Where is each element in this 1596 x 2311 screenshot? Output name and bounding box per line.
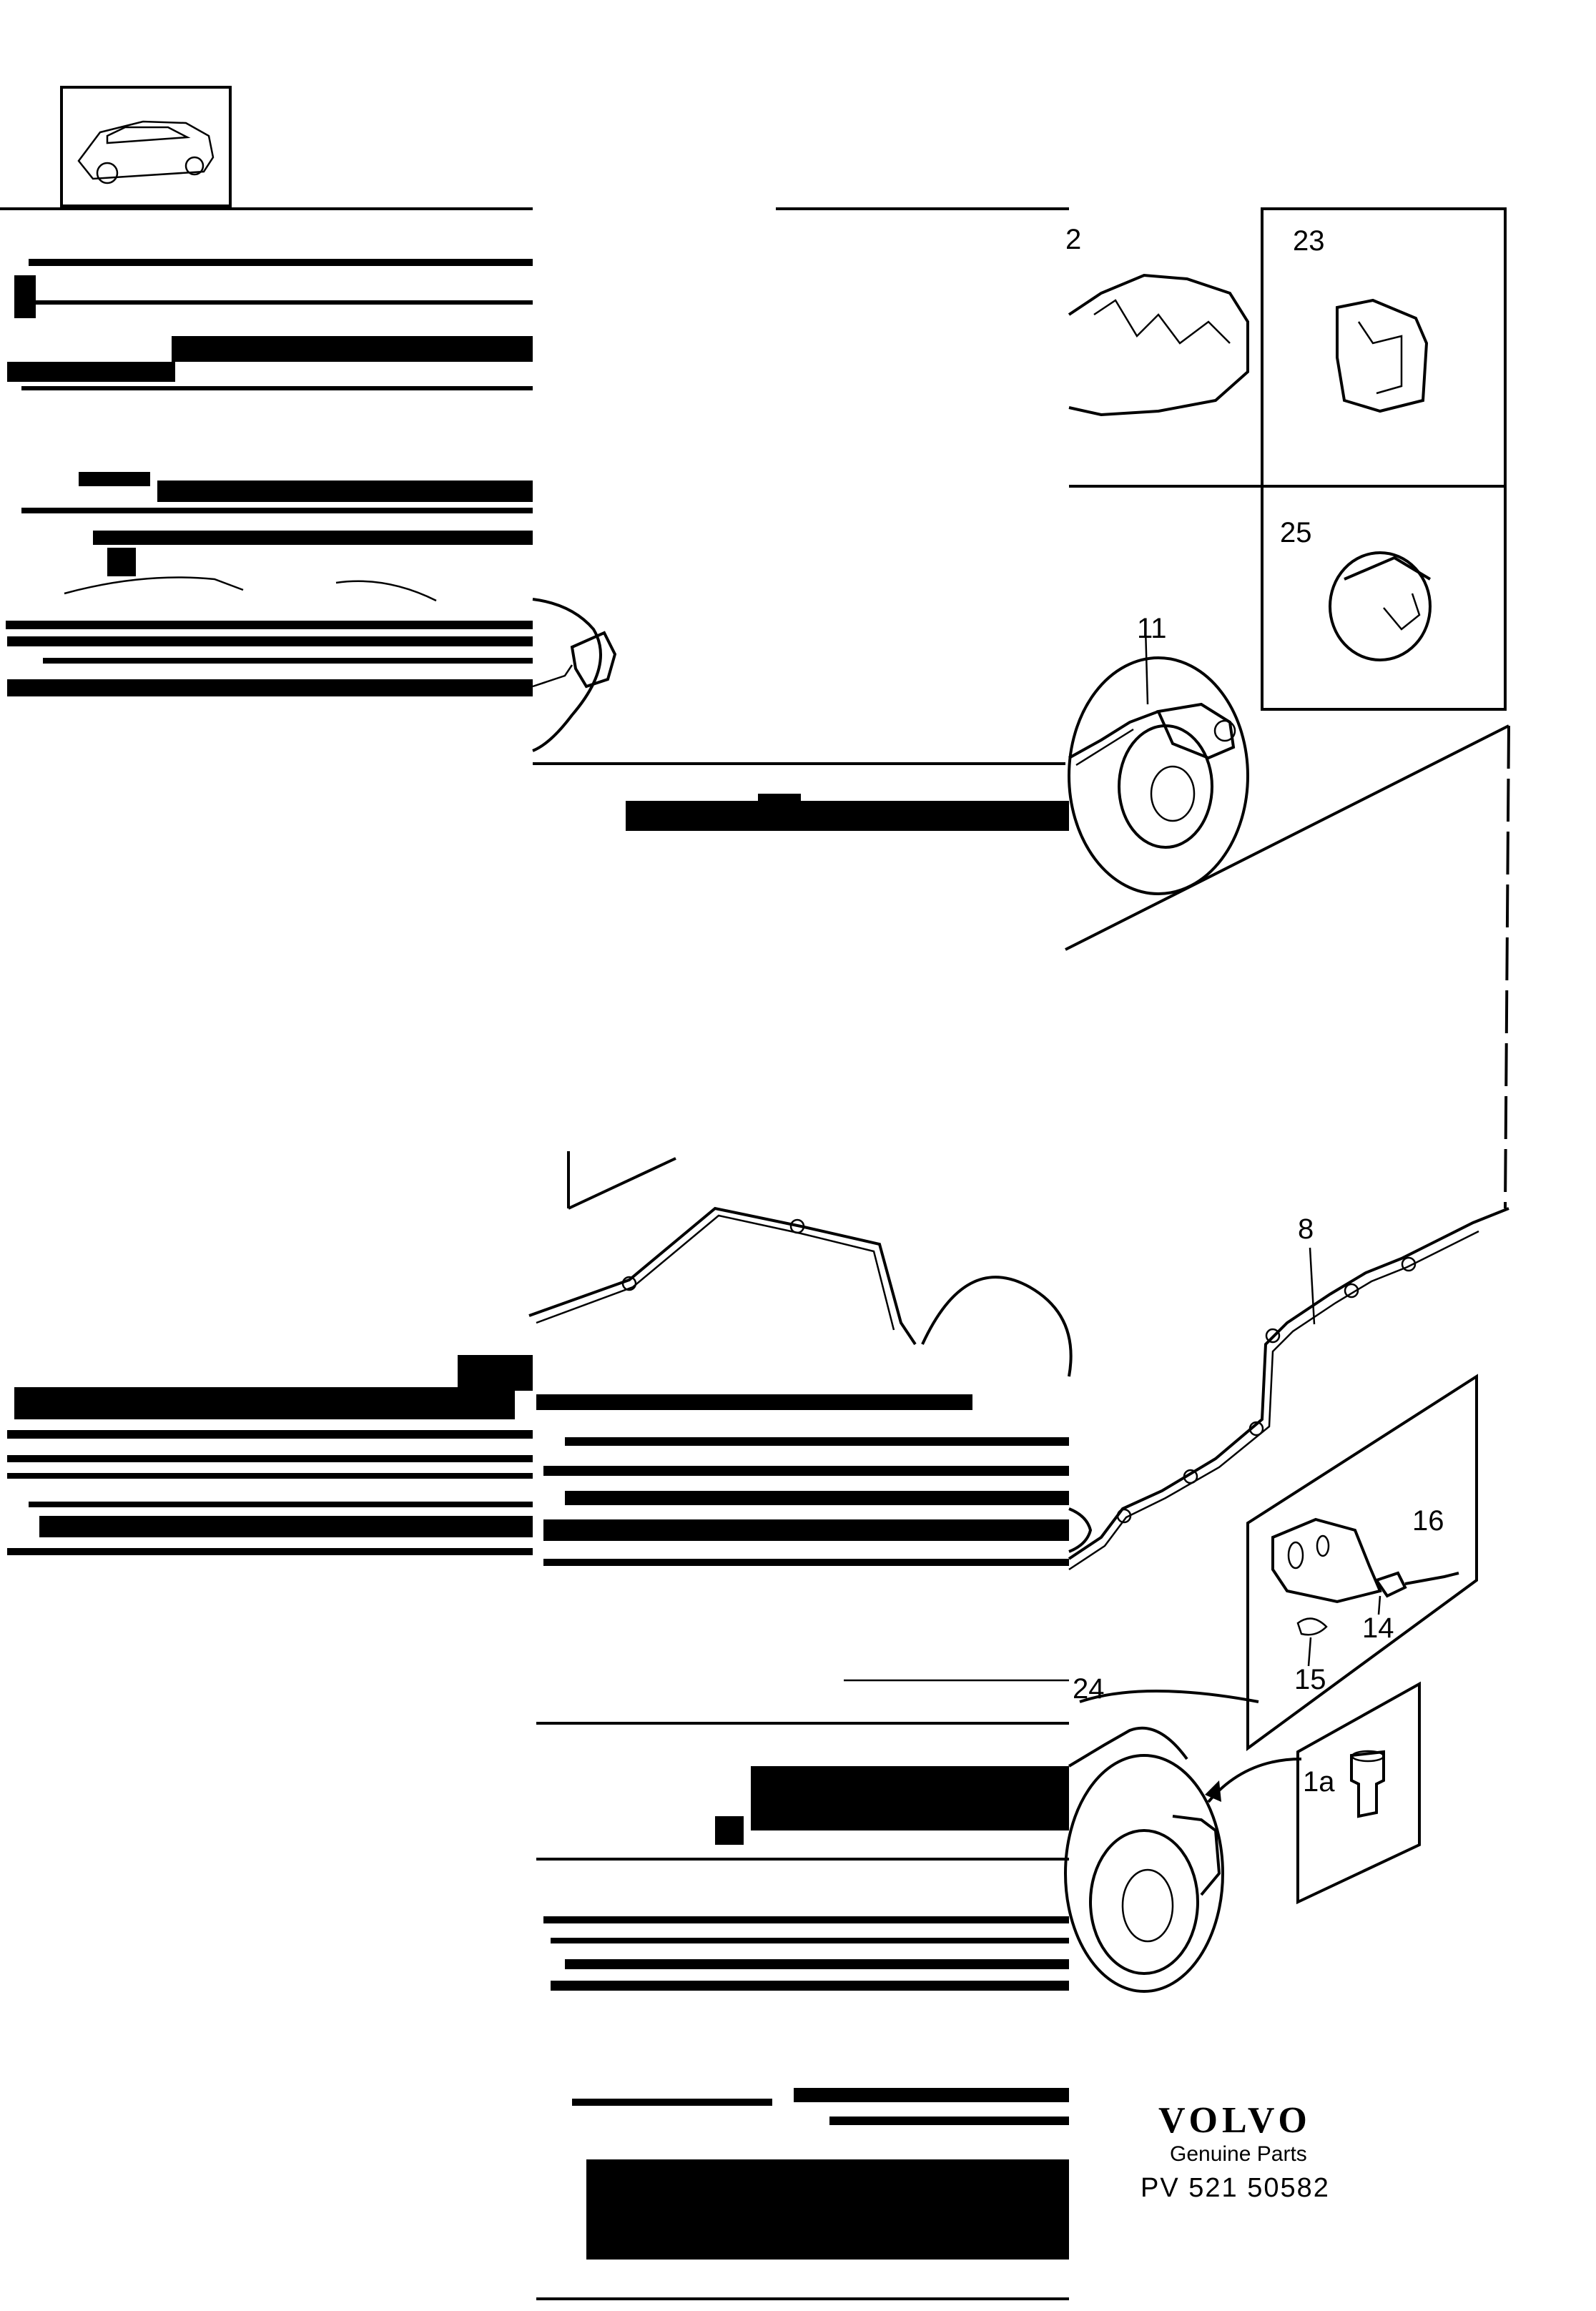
brand-wordmark: VOLVO — [1158, 2100, 1311, 2141]
leader-15 — [1307, 1637, 1312, 1667]
callout-11: 11 — [1137, 613, 1167, 644]
callout-16: 16 — [1412, 1505, 1444, 1537]
callout-15: 15 — [1294, 1664, 1326, 1695]
leader-14 — [1377, 1595, 1381, 1615]
callout-25: 25 — [1280, 517, 1312, 548]
callout-8: 8 — [1298, 1213, 1314, 1245]
rear-brake-assembly — [1064, 1690, 1302, 1993]
publication-code: PV 521 50582 — [1141, 2173, 1330, 2203]
scan-artifact-lower — [7, 1355, 1069, 2300]
rear-brake-line — [528, 1151, 1509, 1571]
scan-artifact-left — [6, 259, 533, 696]
leader-11 — [1144, 627, 1149, 705]
callout-24: 24 — [1073, 1673, 1105, 1705]
brand-tagline: Genuine Parts — [1170, 2142, 1307, 2166]
frame-diagonal-upper — [1065, 724, 1509, 951]
union-inset — [1296, 1681, 1421, 1905]
callout-2: 2 — [1065, 224, 1081, 255]
leader-8 — [1309, 1247, 1316, 1325]
bracket-inset — [1246, 1374, 1478, 1751]
frame-dashed-right — [1504, 725, 1510, 1209]
callout-23: 23 — [1293, 225, 1325, 257]
inset-clips — [1068, 207, 1507, 711]
callout-14: 14 — [1362, 1612, 1394, 1644]
front-brake-assembly — [532, 598, 1249, 895]
callout-1a: 1a — [1303, 1766, 1335, 1798]
vehicle-thumbnail — [60, 86, 232, 207]
